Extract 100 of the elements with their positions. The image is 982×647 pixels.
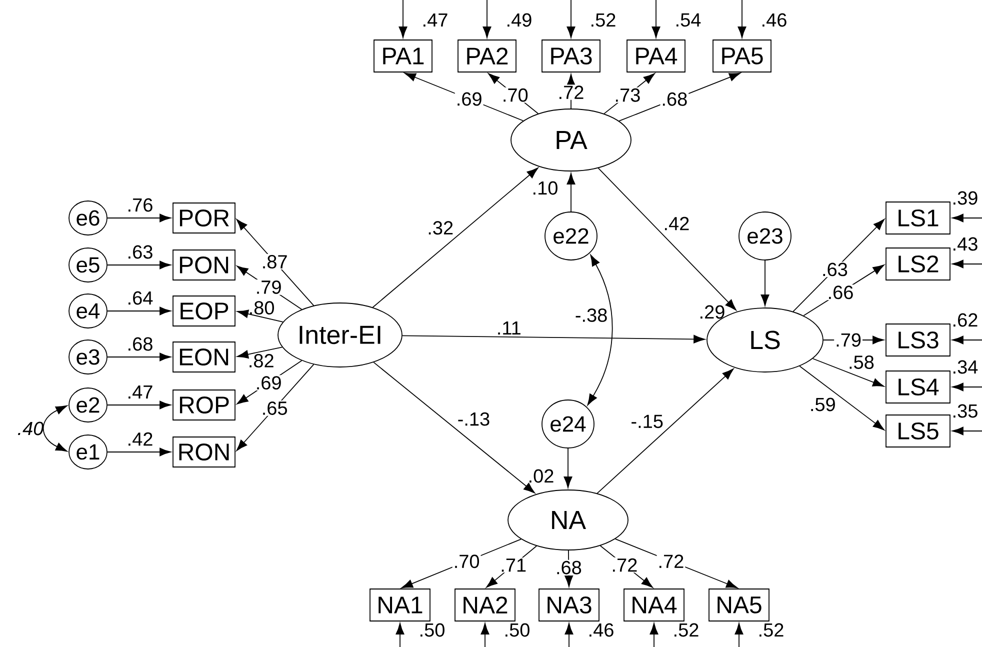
coefficient-label: .52 bbox=[674, 623, 698, 637]
indicator-box: EON bbox=[172, 342, 236, 372]
coefficient-label: .10 bbox=[534, 181, 558, 195]
edge-label: .72 bbox=[610, 557, 639, 573]
indicator-box: NA5 bbox=[708, 588, 770, 622]
edge-label: .72 bbox=[556, 84, 586, 100]
curved-arrow bbox=[42, 405, 68, 452]
indicator-box: LS4 bbox=[886, 370, 950, 404]
edge-label: .68 bbox=[554, 560, 583, 576]
arrow bbox=[734, 623, 744, 647]
arrow bbox=[107, 260, 171, 270]
edge-label: .58 bbox=[850, 356, 874, 369]
coefficient-label: .76 bbox=[128, 198, 152, 212]
arrow bbox=[236, 364, 314, 451]
arrow bbox=[598, 168, 736, 310]
edge-label: .70 bbox=[500, 87, 530, 103]
arrow bbox=[952, 260, 982, 268]
arrow bbox=[564, 623, 574, 647]
edge-label: .59 bbox=[811, 398, 835, 412]
arrow bbox=[952, 214, 982, 222]
arrow bbox=[236, 310, 284, 322]
arrow bbox=[564, 448, 572, 488]
arrow bbox=[760, 260, 770, 306]
edge-label: .65 bbox=[260, 400, 289, 416]
edge-label: .69 bbox=[254, 375, 283, 391]
coefficient-label: .63 bbox=[128, 245, 152, 259]
arrow bbox=[650, 623, 658, 647]
edge-label: .69 bbox=[454, 91, 484, 107]
arrow bbox=[596, 368, 734, 494]
arrow bbox=[652, 0, 660, 38]
edge-label: -.15 bbox=[632, 414, 663, 428]
arrow bbox=[107, 400, 171, 410]
edge-label: .32 bbox=[428, 221, 453, 235]
indicator-box: LS2 bbox=[886, 248, 950, 280]
edge-label: .79 bbox=[834, 332, 862, 348]
arrow bbox=[107, 306, 171, 316]
arrow bbox=[107, 214, 171, 222]
coefficient-label: .46 bbox=[590, 623, 614, 637]
edge-label: .63 bbox=[820, 262, 849, 278]
coefficient-label: .62 bbox=[954, 313, 978, 327]
arrow bbox=[402, 334, 706, 344]
coefficient-label: .47 bbox=[424, 13, 448, 27]
edge-label: .11 bbox=[498, 321, 520, 335]
arrow bbox=[738, 0, 746, 38]
arrow bbox=[792, 218, 885, 312]
arrow bbox=[107, 352, 171, 362]
coefficient-label: .54 bbox=[676, 13, 701, 27]
arrow bbox=[566, 0, 576, 38]
indicator-box: LS1 bbox=[886, 202, 950, 234]
indicator-box: POR bbox=[172, 202, 236, 234]
coefficient-label: .49 bbox=[508, 13, 532, 27]
arrow bbox=[799, 366, 884, 430]
coefficient-label: .47 bbox=[128, 385, 152, 399]
arrow bbox=[566, 173, 576, 212]
indicator-box: LS3 bbox=[886, 324, 950, 356]
edge-label: .79 bbox=[254, 279, 283, 295]
arrow bbox=[952, 426, 982, 436]
indicator-box: PA5 bbox=[712, 40, 772, 72]
arrow bbox=[812, 358, 884, 387]
coefficient-label: .35 bbox=[954, 404, 978, 418]
indicator-box: PA2 bbox=[458, 40, 516, 72]
indicator-box: PA4 bbox=[626, 40, 686, 72]
edge-label: .80 bbox=[250, 301, 274, 315]
coefficient-label: .50 bbox=[420, 623, 444, 637]
coefficient-label: .52 bbox=[592, 13, 616, 27]
indicator-box: LS5 bbox=[886, 414, 950, 448]
curved-arrow bbox=[587, 254, 613, 406]
arrow bbox=[952, 382, 982, 392]
coefficient-label: .50 bbox=[506, 623, 530, 637]
indicator-box: RON bbox=[172, 436, 236, 468]
indicator-box: EOP bbox=[172, 296, 236, 326]
coefficient-label: .64 bbox=[128, 291, 153, 305]
coefficient-label: .34 bbox=[954, 360, 978, 374]
arrow bbox=[396, 623, 404, 647]
arrow bbox=[236, 346, 283, 359]
arrow bbox=[952, 336, 982, 344]
edge-label: .68 bbox=[660, 91, 689, 107]
arrow bbox=[482, 0, 492, 38]
indicator-box: PA1 bbox=[374, 40, 432, 72]
edge-label: .72 bbox=[656, 554, 686, 569]
arrow bbox=[480, 623, 490, 647]
edge-label: .82 bbox=[250, 354, 274, 368]
arrow bbox=[398, 0, 408, 38]
edge-label: .87 bbox=[260, 254, 289, 270]
indicator-box: NA4 bbox=[624, 588, 684, 622]
coefficient-label: .43 bbox=[954, 237, 978, 251]
coefficient-label: .02 bbox=[530, 469, 554, 483]
coefficient-label: .68 bbox=[128, 337, 152, 351]
coefficient-label: .42 bbox=[128, 432, 152, 446]
coefficient-label: .39 bbox=[954, 191, 978, 205]
arrow bbox=[372, 168, 538, 308]
indicator-box: NA2 bbox=[454, 588, 516, 622]
arrow bbox=[107, 448, 171, 456]
indicator-box: ROP bbox=[172, 390, 236, 420]
indicator-box: PON bbox=[172, 250, 236, 280]
arrow bbox=[373, 362, 536, 494]
coefficient-label: .52 bbox=[760, 623, 784, 637]
edge-label: .73 bbox=[613, 87, 642, 103]
edge-label: .66 bbox=[826, 284, 855, 300]
indicator-box: NA1 bbox=[370, 588, 430, 622]
